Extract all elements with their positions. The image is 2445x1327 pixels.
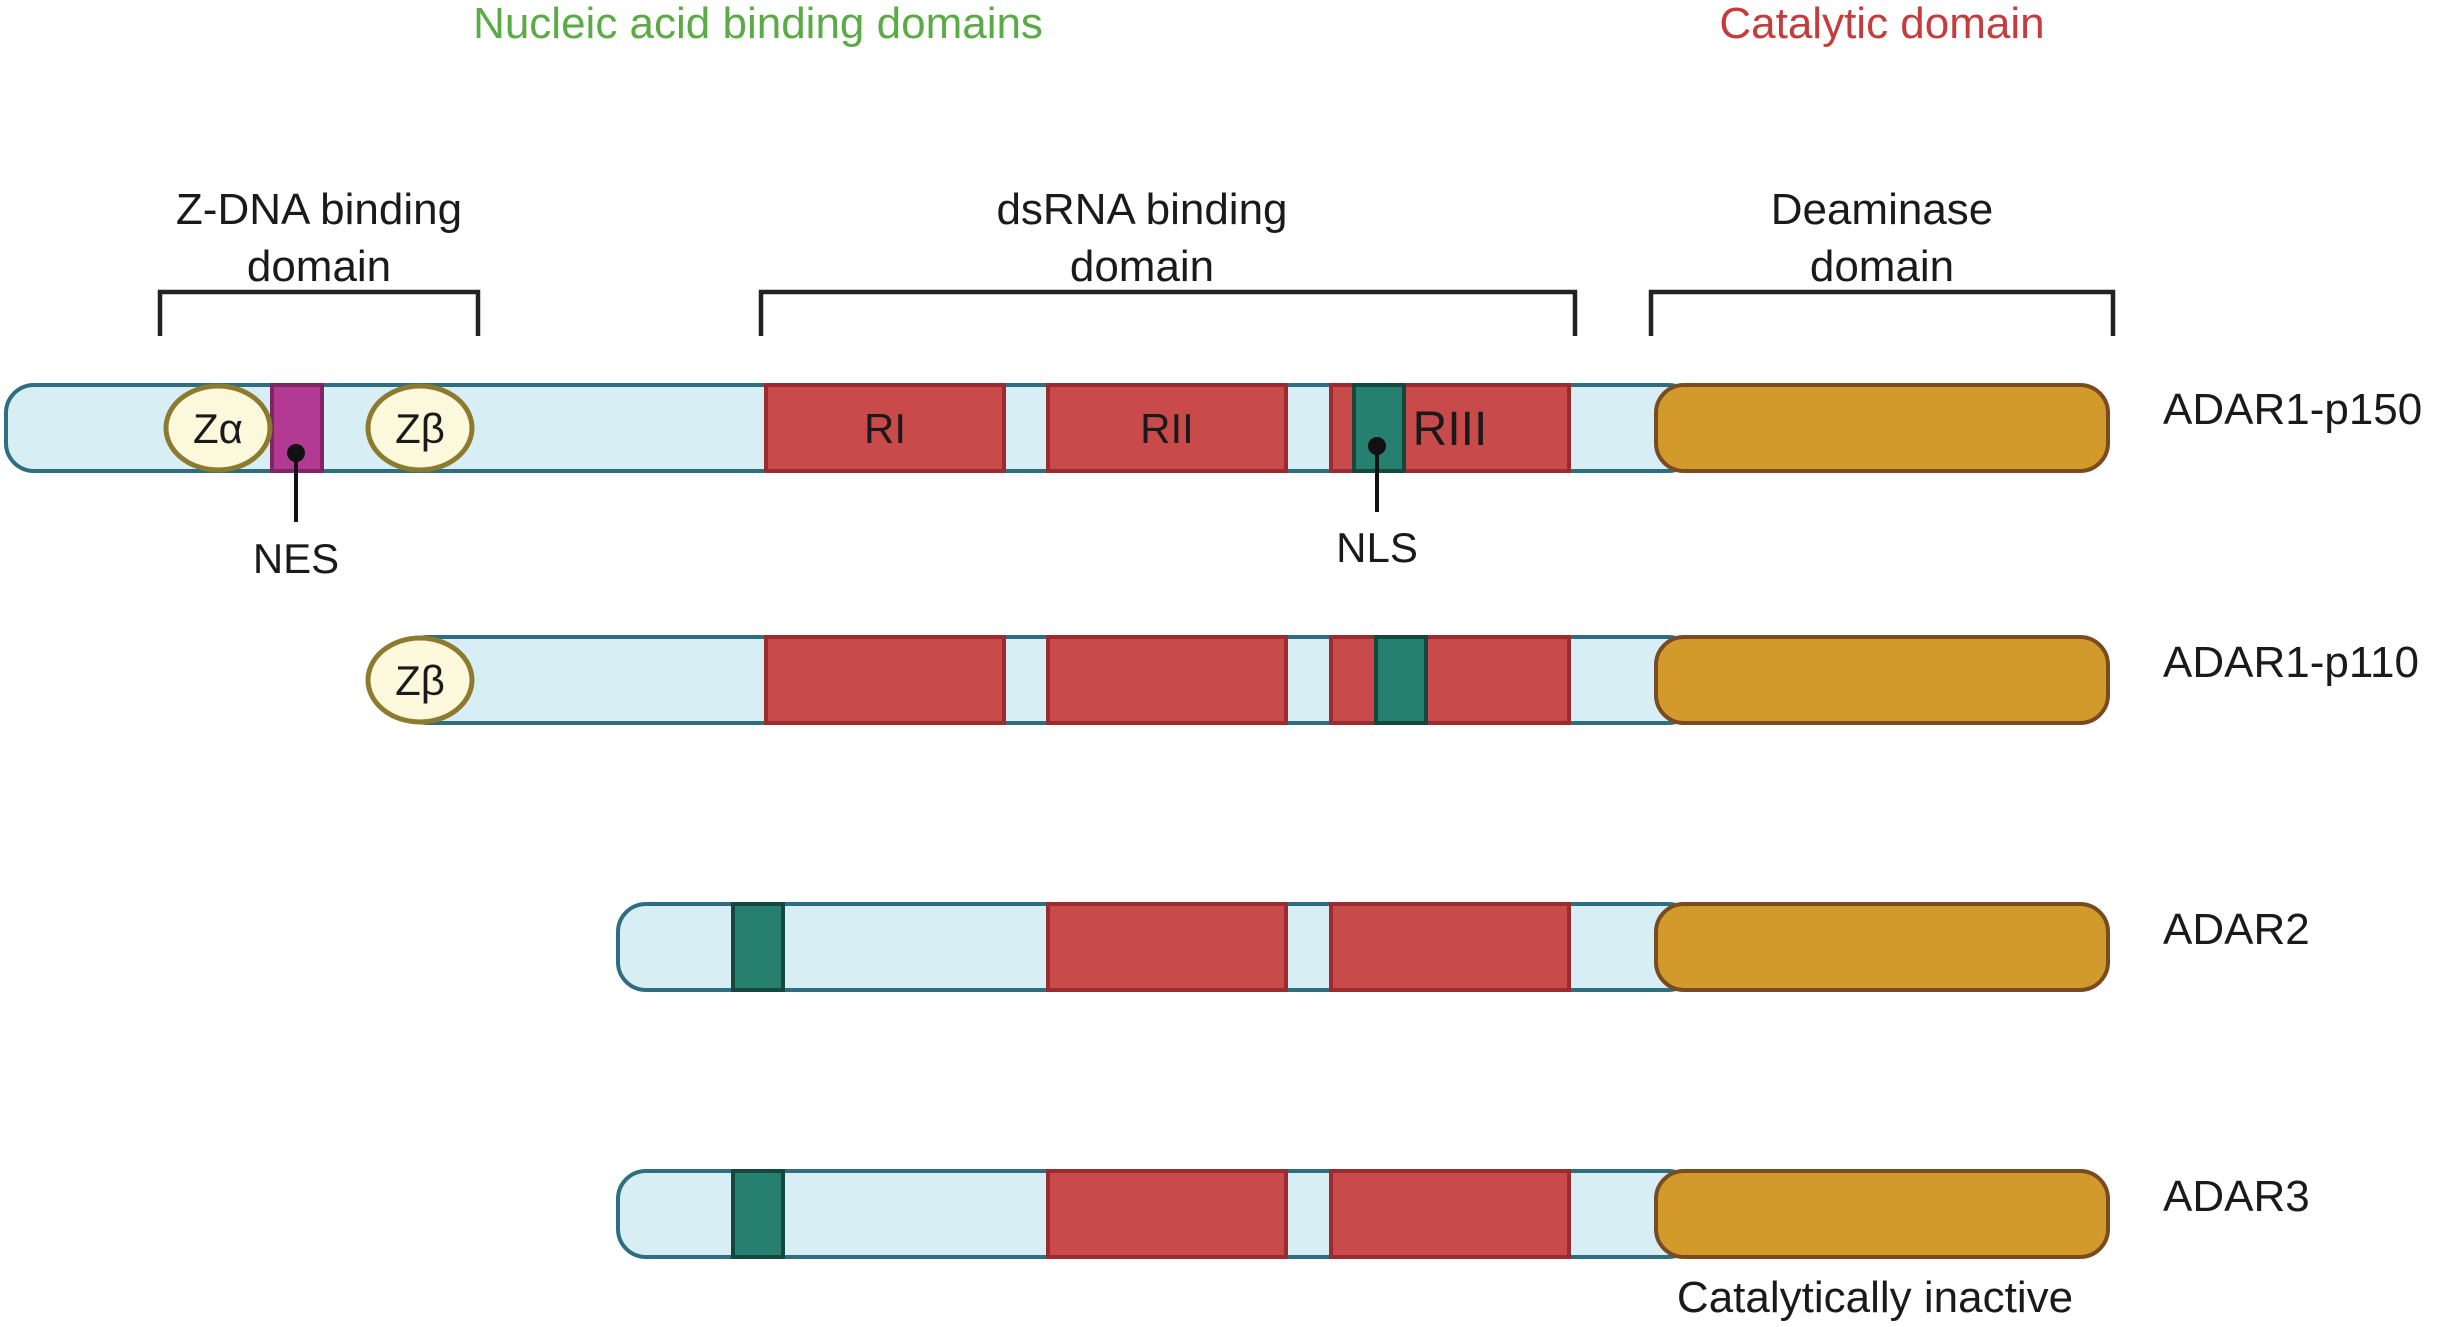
za-label: Zα — [193, 405, 243, 452]
zdna-domain-label-line2: domain — [247, 242, 391, 291]
deaminase-bracket — [1648, 289, 2116, 336]
dsrna-domain-label-line1: dsRNA binding — [996, 185, 1287, 234]
zdna-domain-label-line1: Z-DNA binding — [176, 185, 462, 234]
zb-domain — [365, 635, 475, 725]
nucleic-acid-header: Nucleic acid binding domains — [473, 0, 1043, 48]
catalytically-inactive-label: Catalytically inactive — [1677, 1273, 2073, 1322]
ri-label: RI — [864, 405, 906, 452]
protein-name-adar1-p150: ADAR1-p150 — [2163, 385, 2422, 434]
nls-block — [731, 902, 785, 992]
deaminase-block — [1654, 1169, 2110, 1259]
dsrna-domain-label-line2: domain — [1070, 242, 1214, 291]
protein-row-adar3: ADAR3 Catalytically inactive — [616, 1169, 2310, 1322]
dsrbd-2 — [1329, 902, 1571, 992]
riii-label: RIII — [1413, 403, 1488, 456]
protein-name-adar3: ADAR3 — [2163, 1172, 2310, 1221]
deaminase-block — [1654, 635, 2110, 725]
nes-label: NES — [253, 535, 339, 582]
protein-row-adar2: ADAR2 — [616, 902, 2310, 992]
dsrbd-1 — [1046, 1169, 1288, 1259]
nls-leader-dot — [1368, 437, 1386, 455]
dsrbd-ri — [764, 635, 1006, 725]
zb-label: Zβ — [395, 657, 445, 704]
deaminase-domain-label-line1: Deaminase — [1771, 185, 1994, 234]
protein-row-adar1-p110: Zβ ADAR1-p110 — [365, 635, 2419, 725]
zdna-bracket — [157, 289, 481, 336]
protein-name-adar1-p110: ADAR1-p110 — [2163, 638, 2419, 687]
nls-block — [1374, 635, 1428, 725]
catalytic-header: Catalytic domain — [1719, 0, 2044, 48]
zb-label: Zβ — [395, 405, 445, 452]
dsrbd-2 — [1329, 1169, 1571, 1259]
dsrbd-rii — [1046, 635, 1288, 725]
zb-domain — [365, 383, 475, 473]
rii-label: RII — [1140, 405, 1194, 452]
nes-leader-dot — [287, 444, 305, 462]
za-domain — [163, 383, 273, 473]
dsrbd-1 — [1046, 902, 1288, 992]
dsrbd-riii — [1329, 635, 1571, 725]
protein-name-adar2: ADAR2 — [2163, 905, 2310, 954]
nls-label: NLS — [1336, 524, 1418, 571]
deaminase-block — [1654, 383, 2110, 473]
dsrbd-rii — [1046, 383, 1288, 473]
protein-row-adar1-p150: Zα Zβ RI RII RIII NES NLS ADAR1-p150 — [4, 383, 2422, 582]
dsrbd-ri — [764, 383, 1006, 473]
dsrna-bracket — [758, 289, 1578, 336]
deaminase-domain-label-line2: domain — [1810, 242, 1954, 291]
nls-block — [731, 1169, 785, 1259]
deaminase-block — [1654, 902, 2110, 992]
